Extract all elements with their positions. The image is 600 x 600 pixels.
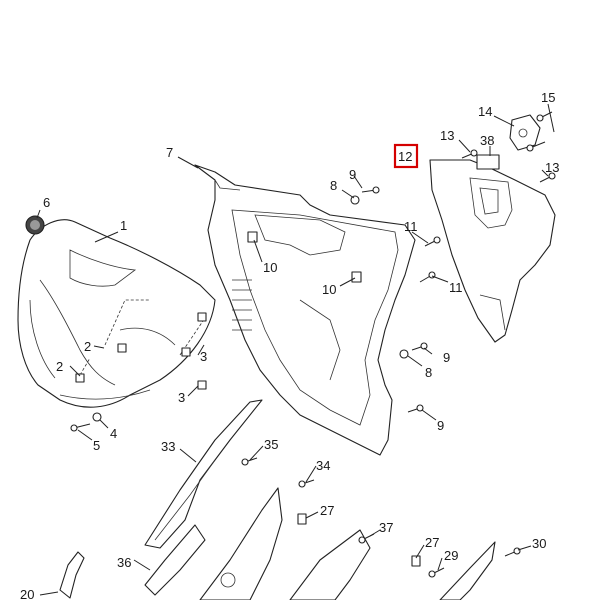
screw-30	[504, 547, 521, 557]
callout-8: 8	[425, 365, 432, 380]
callout-11: 11	[404, 219, 418, 234]
callout-10: 10	[263, 260, 277, 275]
callout-13: 13	[440, 128, 454, 143]
callout-6: 6	[43, 195, 50, 210]
callout-5: 5	[93, 438, 100, 453]
callout-30: 30	[532, 536, 546, 551]
callout-35: 35	[264, 437, 278, 452]
screw-29	[428, 567, 445, 578]
callout-36: 36	[117, 555, 131, 570]
callout-34: 34	[316, 458, 330, 473]
screw-11-top	[424, 236, 441, 247]
washer-8-top	[350, 195, 360, 205]
callout-38: 38	[480, 133, 494, 148]
callout-3: 3	[178, 390, 185, 405]
emblem-part	[25, 215, 45, 235]
callout-29: 29	[444, 548, 458, 563]
screw-9-mid	[411, 342, 428, 351]
clip-27-right	[411, 555, 421, 567]
callout-15: 15	[541, 90, 555, 105]
screw-35	[241, 457, 258, 466]
callout-1: 1	[120, 218, 127, 233]
screw-13-b	[539, 172, 556, 183]
callout-9: 9	[437, 418, 444, 433]
washer-4	[92, 412, 102, 422]
screw-9-top	[361, 186, 380, 194]
callout-10: 10	[322, 282, 336, 297]
screw-34	[298, 479, 315, 488]
screw-13-a	[461, 149, 478, 159]
leader-lines	[36, 103, 555, 596]
callout-14: 14	[478, 104, 492, 119]
clip-27-left	[297, 513, 307, 525]
screw-11-bottom	[419, 271, 436, 283]
lower-panel-right	[289, 529, 371, 600]
callout-27: 27	[320, 503, 334, 518]
callout-labels: 1 2 2 3 3 4 5 6 7 8 8 9 9 9 10 10 11 11 …	[20, 90, 559, 600]
screw-9-low	[407, 404, 424, 413]
callout-9: 9	[349, 167, 356, 182]
lower-fairing-33	[144, 399, 263, 549]
inner-panel-part	[194, 164, 416, 456]
callout-33: 33	[161, 439, 175, 454]
lower-panel-far-right	[439, 541, 496, 600]
callout-20: 20	[20, 587, 34, 600]
screw-5	[70, 423, 91, 432]
callout-9: 9	[443, 350, 450, 365]
callout-3: 3	[200, 349, 207, 364]
callout-8: 8	[330, 178, 337, 193]
callout-2: 2	[56, 359, 63, 374]
callout-12: 12	[398, 149, 412, 164]
callout-7: 7	[166, 145, 173, 160]
highlight-box	[393, 143, 419, 169]
callout-37: 37	[379, 520, 393, 535]
bracket-20	[59, 551, 85, 599]
bracket-14	[509, 114, 541, 151]
front-cowl-part	[17, 219, 216, 408]
callout-11: 11	[449, 280, 463, 295]
lower-panel-36	[144, 524, 206, 596]
callout-27: 27	[425, 535, 439, 550]
side-cover-part	[429, 154, 556, 343]
callout-4: 4	[110, 426, 117, 441]
callout-13: 13	[545, 160, 559, 175]
lower-panel-center	[199, 487, 283, 600]
callout-2: 2	[84, 339, 91, 354]
washer-8-mid	[399, 349, 409, 359]
